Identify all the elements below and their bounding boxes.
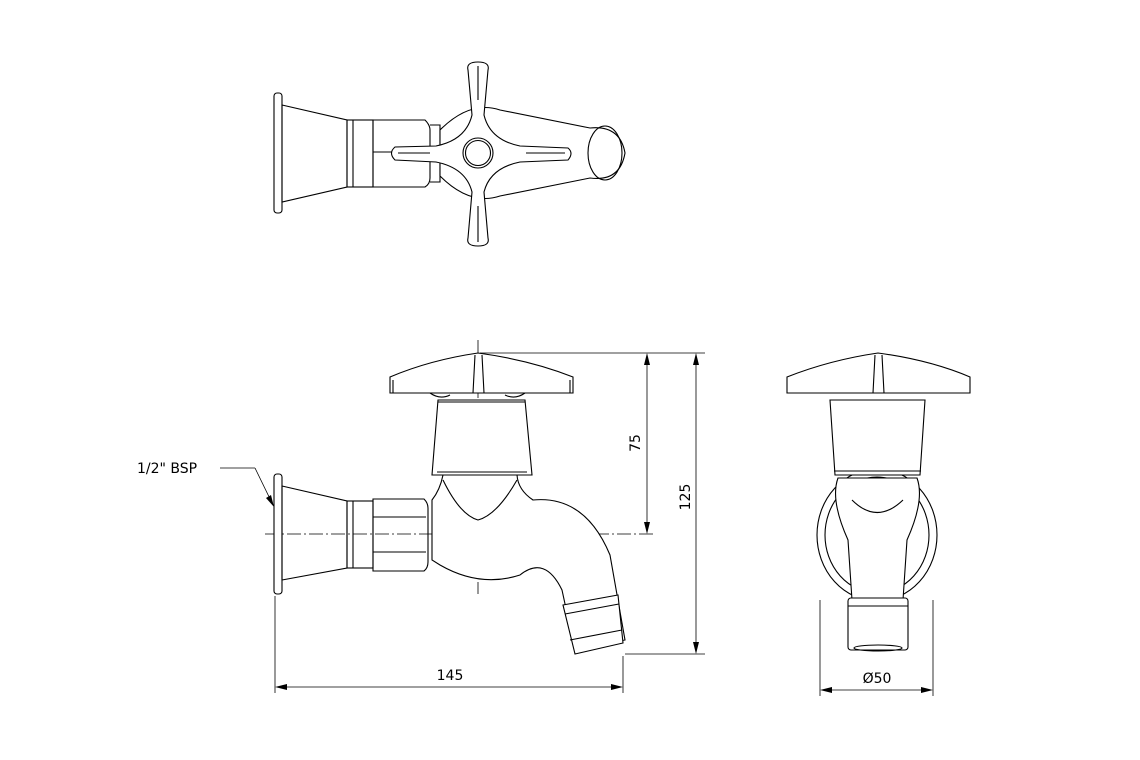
side-view [265,340,655,655]
dimension-125: 125 [678,484,694,511]
dimension-diameter-50: Ø50 [863,671,892,687]
top-view [273,61,626,247]
dimension-75: 75 [628,434,644,452]
thread-label: 1/2" BSP [137,461,197,477]
dimension-lines [220,352,934,696]
dimension-145: 145 [437,668,464,684]
front-view [786,352,971,652]
